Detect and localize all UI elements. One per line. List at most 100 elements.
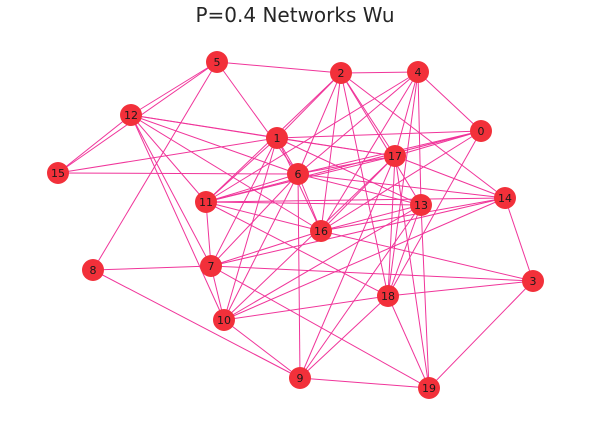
edge-5-12 bbox=[130, 61, 218, 116]
edge-14-3 bbox=[504, 197, 534, 282]
edge-0-16 bbox=[320, 130, 482, 232]
edge-6-10 bbox=[223, 173, 299, 321]
edge-17-6 bbox=[297, 155, 396, 175]
node-2: 2 bbox=[330, 62, 352, 84]
edge-16-7 bbox=[210, 230, 322, 267]
node-circle-15 bbox=[47, 162, 69, 184]
edge-6-11 bbox=[205, 173, 299, 203]
node-8: 8 bbox=[82, 259, 104, 281]
node-13: 13 bbox=[410, 194, 432, 216]
node-label-7: 7 bbox=[208, 260, 215, 273]
edge-17-18 bbox=[387, 155, 396, 297]
node-7: 7 bbox=[200, 255, 222, 277]
node-circle-5 bbox=[206, 51, 228, 73]
node-label-10: 10 bbox=[217, 314, 231, 327]
figure-title: P=0.4 Networks Wu bbox=[195, 3, 394, 27]
edge-12-6 bbox=[130, 114, 299, 175]
node-circle-18 bbox=[377, 285, 399, 307]
node-label-4: 4 bbox=[415, 66, 422, 79]
node-17: 17 bbox=[384, 145, 406, 167]
edge-18-9 bbox=[299, 295, 389, 379]
node-label-2: 2 bbox=[338, 67, 345, 80]
node-0: 0 bbox=[470, 120, 492, 142]
node-circle-16 bbox=[310, 220, 332, 242]
node-label-8: 8 bbox=[90, 264, 97, 277]
edge-4-18 bbox=[387, 71, 419, 297]
edge-9-17 bbox=[299, 155, 396, 379]
edge-12-16 bbox=[130, 114, 322, 232]
edge-17-19 bbox=[394, 155, 430, 389]
node-9: 9 bbox=[289, 367, 311, 389]
edge-4-17 bbox=[394, 71, 419, 157]
edge-4-16 bbox=[320, 71, 419, 232]
edge-5-8 bbox=[92, 61, 218, 271]
edge-18-10 bbox=[223, 295, 389, 321]
edge-2-16 bbox=[320, 72, 342, 232]
edge-15-1 bbox=[57, 137, 278, 174]
node-circle-2 bbox=[330, 62, 352, 84]
node-1: 1 bbox=[266, 127, 288, 149]
edge-2-13 bbox=[340, 72, 422, 206]
edge-12-15 bbox=[57, 114, 132, 174]
edge-5-6 bbox=[216, 61, 299, 175]
node-label-15: 15 bbox=[51, 167, 65, 180]
node-circle-10 bbox=[213, 309, 235, 331]
edge-11-13 bbox=[205, 201, 422, 206]
edge-3-18 bbox=[387, 280, 534, 297]
edge-layer bbox=[57, 61, 534, 389]
node-14: 14 bbox=[494, 187, 516, 209]
node-5: 5 bbox=[206, 51, 228, 73]
node-circle-12 bbox=[120, 104, 142, 126]
edge-12-10 bbox=[130, 114, 225, 321]
node-10: 10 bbox=[213, 309, 235, 331]
edge-11-16 bbox=[205, 201, 322, 232]
node-label-19: 19 bbox=[422, 382, 436, 395]
node-19: 19 bbox=[418, 377, 440, 399]
node-circle-4 bbox=[407, 61, 429, 83]
node-label-9: 9 bbox=[297, 372, 304, 385]
node-label-6: 6 bbox=[295, 168, 302, 181]
node-label-12: 12 bbox=[124, 109, 138, 122]
edge-6-7 bbox=[210, 173, 299, 267]
node-label-3: 3 bbox=[530, 275, 537, 288]
edge-13-10 bbox=[223, 204, 422, 321]
node-label-18: 18 bbox=[381, 290, 395, 303]
edge-9-13 bbox=[299, 204, 422, 379]
edge-18-2 bbox=[340, 72, 389, 297]
node-label-13: 13 bbox=[414, 199, 428, 212]
node-circle-14 bbox=[494, 187, 516, 209]
node-16: 16 bbox=[310, 220, 332, 242]
edge-0-11 bbox=[205, 130, 482, 203]
edge-1-11 bbox=[205, 137, 278, 203]
edge-2-14 bbox=[340, 72, 506, 199]
node-label-1: 1 bbox=[274, 132, 281, 145]
edge-16-3 bbox=[320, 230, 534, 282]
node-circle-11 bbox=[195, 191, 217, 213]
edge-1-13 bbox=[276, 137, 422, 206]
edge-1-10 bbox=[223, 137, 278, 321]
edge-13-19 bbox=[420, 204, 430, 389]
node-15: 15 bbox=[47, 162, 69, 184]
edge-10-14 bbox=[223, 197, 506, 321]
node-circle-6 bbox=[287, 163, 309, 185]
edge-6-14 bbox=[297, 173, 506, 199]
edge-18-19 bbox=[387, 295, 430, 389]
edge-3-19 bbox=[428, 280, 534, 389]
node-label-5: 5 bbox=[214, 56, 221, 69]
edge-8-9 bbox=[92, 269, 301, 379]
edge-0-18 bbox=[387, 130, 482, 297]
node-circle-0 bbox=[470, 120, 492, 142]
edge-11-18 bbox=[205, 201, 389, 297]
edge-14-16 bbox=[320, 197, 506, 232]
edge-17-10 bbox=[223, 155, 396, 321]
edge-9-19 bbox=[299, 377, 430, 389]
node-12: 12 bbox=[120, 104, 142, 126]
node-circle-1 bbox=[266, 127, 288, 149]
edge-12-11 bbox=[130, 114, 207, 203]
edge-1-17 bbox=[276, 137, 396, 157]
edge-11-14 bbox=[205, 197, 506, 203]
node-label-11: 11 bbox=[199, 196, 213, 209]
node-circle-7 bbox=[200, 255, 222, 277]
edge-7-19 bbox=[210, 265, 430, 389]
